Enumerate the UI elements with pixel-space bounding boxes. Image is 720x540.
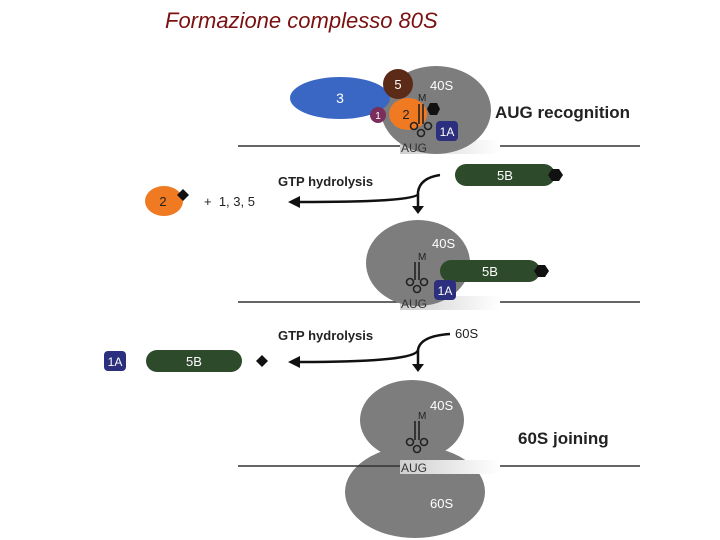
eif2-released [145, 186, 183, 216]
released-factors-label: + 1, 3, 5 [204, 194, 255, 209]
eif5b-incoming-label: 5B [497, 168, 513, 183]
gtp-hydrolysis-label-1: GTP hydrolysis [278, 174, 373, 189]
aug-codon-3: AUG [401, 461, 427, 475]
slide-title: Formazione complesso 80S [165, 8, 438, 33]
gtp-hexagon-2 [534, 265, 549, 277]
eif1a-factor-2 [434, 280, 456, 300]
eif3-label: 3 [336, 90, 344, 106]
eif5-label: 5 [394, 77, 401, 92]
eif1a-factor-1 [436, 121, 458, 141]
met-label-1: M [418, 93, 426, 104]
met-label-2: M [418, 252, 426, 263]
eif1a-label-2: 1A [438, 284, 453, 298]
aug-codon-2: AUG [401, 297, 427, 311]
aug-recognition-label: AUG recognition [495, 103, 630, 122]
eif2-factor [389, 98, 427, 130]
released-factors-1: 2 + 1, 3, 5 [145, 186, 255, 216]
eif5-factor [383, 69, 413, 99]
ribosome-40s-label-2: 40S [432, 236, 455, 251]
trna-icon-1 [409, 104, 433, 138]
eif5b-bound-label: 5B [482, 264, 498, 279]
gdp-diamond-2 [256, 355, 268, 367]
eif1a-released-label: 1A [108, 355, 123, 369]
eif5b-incoming: 5B [455, 164, 563, 186]
eif1a-released [104, 351, 126, 371]
gtp-hydrolysis-arrow-1: GTP hydrolysis [278, 173, 441, 214]
gtp-hydrolysis-arrow-2: GTP hydrolysis 60S [278, 326, 478, 372]
eif5b-bound [440, 260, 540, 282]
ribosome-40s-3 [360, 380, 464, 460]
sixty-s-incoming-label: 60S [455, 326, 478, 341]
stage-1-complex: 40S 3 5 1 2 M 1A AUG AUG recognition [238, 66, 640, 155]
eif5b-released-label: 5B [186, 354, 202, 369]
gtp-hydrolysis-label-2: GTP hydrolysis [278, 328, 373, 343]
stage-2-complex: 40S M 5B 1A AUG [238, 220, 640, 311]
ribosome-40s-label-1: 40S [430, 78, 453, 93]
sixty-s-joining-label: 60S joining [518, 429, 609, 448]
eif5b-released [146, 350, 242, 372]
gtp-hexagon-5b [548, 169, 563, 181]
eif1a-label-1: 1A [440, 125, 455, 139]
met-label-3: M [418, 411, 426, 422]
eif2-label: 2 [402, 107, 409, 122]
eif2-released-label: 2 [159, 194, 166, 209]
ribosome-40s-label-3: 40S [430, 398, 453, 413]
ribosome-60s-label: 60S [430, 496, 453, 511]
gdp-diamond-1 [177, 189, 189, 201]
eif1-factor [370, 107, 386, 123]
gtp-hexagon-1 [427, 103, 440, 115]
stage-3-complex: 40S 60S M AUG 60S joining [238, 380, 640, 538]
aug-band-3 [400, 460, 500, 474]
aug-codon-1: AUG [401, 141, 427, 155]
trna-icon-3 [405, 421, 429, 454]
eif3-factor [290, 77, 390, 119]
trna-icon-2 [405, 262, 429, 294]
eif1-label: 1 [375, 111, 381, 122]
released-factors-2: 1A 5B [104, 350, 268, 372]
